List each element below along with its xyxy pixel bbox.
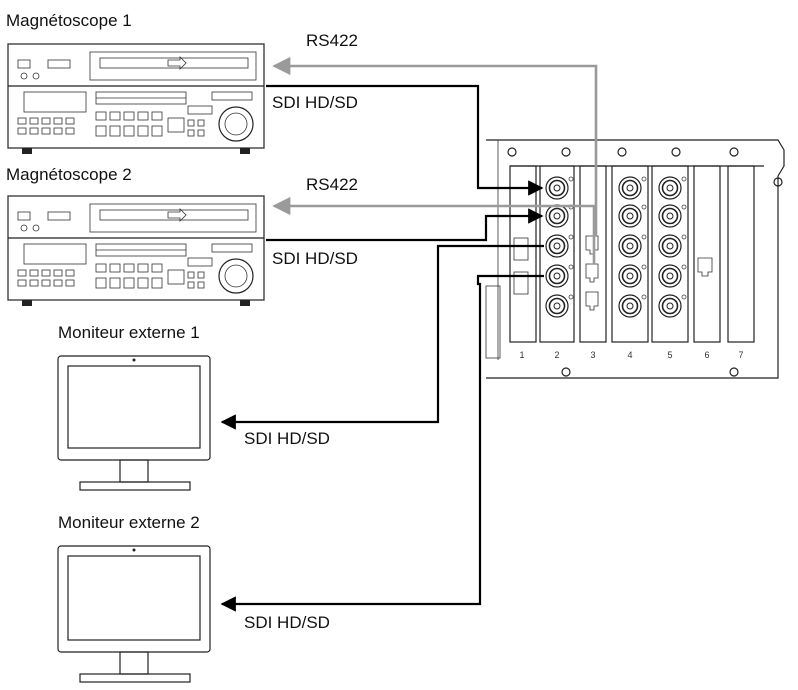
bnc-connector-slot-2-1 (545, 176, 574, 200)
bnc-connector-slot-2-5 (545, 294, 574, 318)
bnc-connector-slot-4-1 (618, 176, 647, 200)
bnc-connector-slot-5-4 (658, 264, 687, 288)
monitor-1-label: Moniteur externe 1 (58, 323, 200, 342)
bnc-connector-slot-2-4 (545, 264, 574, 288)
slot-number-4: 4 (627, 350, 632, 360)
sdi-label-vtr2: SDI HD/SD (272, 249, 358, 268)
rs422-label-2: RS422 (306, 175, 358, 194)
rs422-label-1: RS422 (306, 31, 358, 50)
slot-number-7: 7 (738, 350, 743, 360)
rs422-cable-vtr1 (272, 56, 598, 236)
sdi-label-vtr1: SDI HD/SD (272, 93, 358, 112)
slot-number-1: 1 (519, 350, 524, 360)
bnc-connector-slot-4-3 (618, 234, 647, 258)
bnc-connector-slot-5-1 (658, 176, 687, 200)
slot-number-2: 2 (554, 350, 559, 360)
bnc-connector-slot-5-2 (658, 204, 687, 228)
bnc-connector-slot-4-4 (618, 264, 647, 288)
bnc-connectors (545, 176, 687, 318)
sdi-cable-monitor2 (220, 274, 544, 612)
vtr-1-label: Magnétoscope 1 (6, 11, 132, 30)
rs422-cable-vtr2 (272, 196, 596, 264)
vtr-2 (7, 195, 265, 306)
bnc-connector-slot-4-5 (618, 294, 647, 318)
monitor-2-label: Moniteur externe 2 (58, 513, 200, 532)
vtr-2-label: Magnétoscope 2 (6, 165, 132, 184)
slot-number-3: 3 (590, 350, 595, 360)
bnc-connector-slot-2-2 (545, 204, 574, 228)
sdi-cable-vtr1 (266, 84, 544, 196)
slot-number-6: 6 (704, 350, 709, 360)
bnc-connector-slot-5-5 (658, 294, 687, 318)
sdi-cable-monitor1 (220, 244, 544, 430)
bnc-connector-slot-2-3 (545, 234, 574, 258)
monitor-1 (57, 355, 211, 491)
slot-number-5: 5 (667, 350, 672, 360)
sdi-label-monitor1: SDI HD/SD (244, 429, 330, 448)
bnc-connector-slot-4-2 (618, 204, 647, 228)
sdi-cable-vtr2 (266, 208, 544, 242)
monitor-2 (57, 545, 211, 683)
processor-frame (485, 139, 785, 379)
sdi-label-monitor2: SDI HD/SD (244, 613, 330, 632)
bnc-connector-slot-5-3 (658, 234, 687, 258)
vtr-1 (7, 43, 265, 154)
